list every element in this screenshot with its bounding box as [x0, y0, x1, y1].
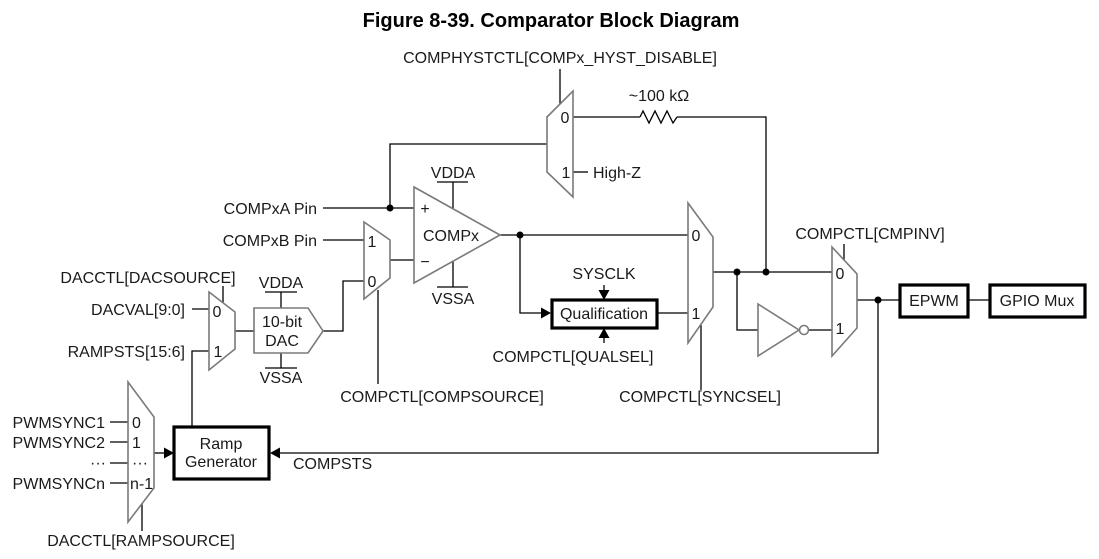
junction-dot — [516, 231, 524, 239]
ramp-mux-index: ··· — [132, 455, 148, 472]
junction-dot — [733, 268, 741, 276]
syncsel-label: COMPCTL[SYNCSEL] — [619, 389, 781, 406]
gpio-mux-box — [988, 283, 1087, 319]
wire-rampsts — [191, 350, 209, 427]
arrow-up-icon — [598, 328, 610, 338]
ramp-generator-box — [172, 425, 271, 481]
high-z-label: High-Z — [593, 165, 641, 182]
dacsource-mux-input1: 1 — [214, 344, 223, 361]
dac-label-line2: DAC — [265, 333, 299, 350]
comparator-plus: + — [420, 201, 429, 218]
compsource-mux-input1: 1 — [368, 234, 377, 251]
arrow-right-icon — [541, 307, 551, 319]
sync-mux-input0: 0 — [692, 228, 701, 245]
inverter-bubble — [798, 324, 810, 336]
ramp-mux-index: 0 — [132, 415, 141, 432]
comparator-minus: − — [420, 254, 429, 271]
hysteresis-mux-input1: 1 — [562, 165, 571, 182]
dacval-label: DACVAL[9:0] — [91, 302, 185, 319]
compxa-pin-label: COMPxA Pin — [224, 201, 317, 218]
compsts-label: COMPSTS — [293, 456, 372, 473]
junction-dot — [874, 296, 882, 304]
hysteresis-mux-input0: 0 — [561, 110, 570, 127]
epwm-label: EPWM — [909, 293, 959, 310]
sync-mux-input1: 1 — [692, 306, 701, 323]
qualification-box — [550, 298, 659, 330]
sync-mux — [687, 200, 714, 346]
rampsource-control-label: DACCTL[RAMPSOURCE] — [47, 533, 235, 550]
gpio-mux-label: GPIO Mux — [1000, 293, 1075, 310]
epwm-box — [898, 283, 970, 319]
arrow-right-icon — [164, 447, 174, 459]
sysclk-label: SYSCLK — [572, 266, 635, 283]
dacsource-control-label: DACCTL[DACSOURCE] — [60, 270, 235, 287]
compxb-pin-label: COMPxB Pin — [223, 233, 317, 250]
junction-dot — [762, 268, 770, 276]
resistor-icon — [639, 109, 678, 125]
qualification-label: Qualification — [560, 306, 648, 323]
comparator-vssa-label: VSSA — [432, 291, 475, 308]
wire-to-inverter — [736, 272, 758, 331]
dac-label-line1: 10-bit — [262, 314, 303, 331]
pwmsync-signal-label: ··· — [90, 455, 106, 472]
ramp-generator-line2: Generator — [185, 454, 258, 471]
ramp-mux-index: n-1 — [130, 476, 153, 493]
cmpinv-mux — [831, 244, 858, 359]
dacsource-mux — [208, 290, 236, 372]
junction-dot — [386, 204, 394, 212]
dac-vdda-label: VDDA — [259, 275, 304, 292]
wire-to-qualification — [519, 235, 543, 314]
arrow-down-icon — [598, 290, 610, 300]
compsource-control-label: COMPCTL[COMPSOURCE] — [340, 389, 544, 406]
wire-dac-out — [323, 280, 364, 332]
resistor-label: ~100 kΩ — [629, 88, 689, 105]
figure-title: Figure 8-39. Comparator Block Diagram — [363, 10, 740, 32]
inverter-icon — [757, 302, 801, 358]
hysteresis-mux — [546, 89, 574, 199]
dac-vssa-label: VSSA — [260, 370, 303, 387]
wire-hyst-feedback — [389, 143, 547, 208]
compsource-mux-input0: 0 — [368, 274, 377, 291]
wire-compsts — [278, 300, 879, 454]
pwmsync-signal-label: PWMSYNC1 — [13, 415, 106, 432]
rampsource-mux — [127, 379, 155, 525]
cmpinv-mux-input0: 0 — [836, 266, 845, 283]
cmpinv-label: COMPCTL[CMPINV] — [795, 226, 944, 243]
pwmsync-signal-label: PWMSYNCn — [13, 476, 105, 493]
ramp-mux-index: 1 — [132, 435, 141, 452]
hysteresis-control-label: COMPHYSTCTL[COMPx_HYST_DISABLE] — [403, 50, 717, 67]
wires — [110, 69, 990, 531]
comparator-name: COMPx — [423, 228, 479, 245]
comparator-vdda-label: VDDA — [431, 165, 476, 182]
qualsel-label: COMPCTL[QUALSEL] — [493, 349, 654, 366]
comparator-triangle — [413, 185, 502, 285]
wire-hyst-out-right — [677, 116, 767, 272]
arrow-left-icon — [270, 447, 280, 459]
ramp-generator-line1: Ramp — [200, 436, 243, 453]
cmpinv-mux-input1: 1 — [836, 321, 845, 338]
compsource-mux — [363, 220, 391, 301]
dac-block — [253, 307, 324, 354]
dacsource-mux-input0: 0 — [213, 304, 222, 321]
pwmsync-signal-label: PWMSYNC2 — [13, 435, 106, 452]
rampsts-label: RAMPSTS[15:6] — [68, 344, 185, 361]
